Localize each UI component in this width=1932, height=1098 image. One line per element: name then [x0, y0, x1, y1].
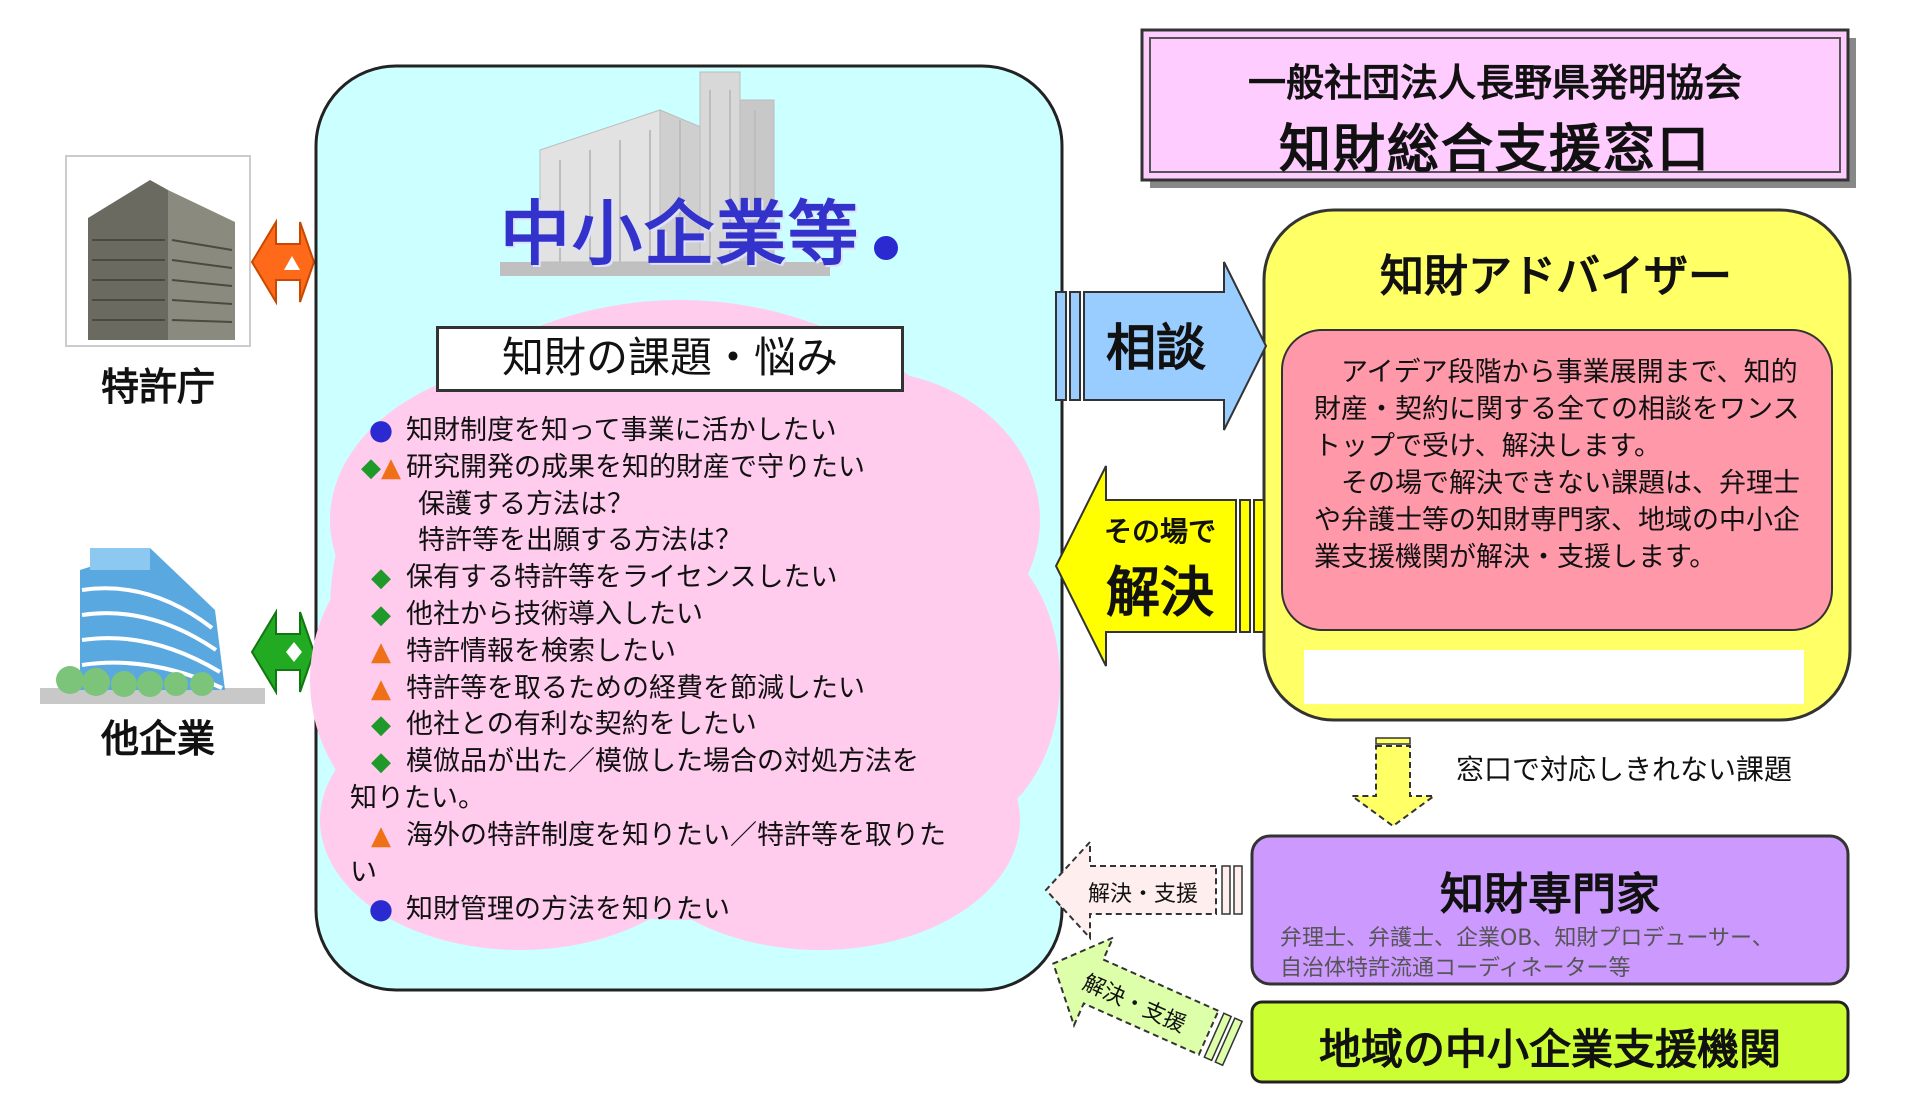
- support-region-arrow: [1052, 935, 1244, 1067]
- issue-text: 海外の特許制度を知りたい／特許等を取りた: [406, 819, 946, 851]
- triangle-marker-icon: ▲: [371, 820, 391, 851]
- issue-text: 特許等を取るための経費を節減したい: [406, 672, 865, 704]
- title-dot: [874, 236, 898, 260]
- solve-arrow: [1054, 465, 1265, 667]
- issues-list: ●知財制度を知って事業に活かしたい◆▲研究開発の成果を知的財産で守りたい保護する…: [350, 412, 1056, 929]
- issue-marker: ◆: [356, 744, 406, 781]
- support-expert-arrow: [1044, 839, 1243, 941]
- diamond-marker-icon: ◆: [361, 452, 381, 483]
- issue-marker: ◆: [356, 707, 406, 744]
- escalation-down-arrow: [1348, 737, 1438, 828]
- diamond-marker-icon: ◆: [371, 747, 391, 778]
- patent-office-double-arrow: [250, 218, 316, 306]
- issue-item: ● 知財管理の方法を知りたい: [356, 891, 1056, 929]
- diamond-marker-icon: ◆: [371, 710, 391, 741]
- issue-item: ● 知財制度を知って事業に活かしたい: [356, 412, 1056, 450]
- expert-box: [1250, 834, 1850, 986]
- issue-item: ◆ 他社との有利な契約をしたい: [356, 707, 1056, 744]
- advisor-paragraph-2: その場で解決できない課題は、弁理士や弁護士等の知財専門家、地域の中小企業支援機関…: [1314, 468, 1800, 573]
- issue-marker: ◆▲: [356, 450, 406, 487]
- advisor-description: アイデア段階から事業展開まで、知的財産・契約に関する全ての相談をワンストップで受…: [1314, 354, 1814, 576]
- issue-marker: ●: [356, 891, 406, 929]
- expert-members-line-1: 弁理士、弁護士、企業OB、知財プロデューサー、: [1280, 926, 1774, 951]
- issue-item: ◆ 保有する特許等をライセンスしたい: [356, 560, 1056, 597]
- circle-marker-icon: ●: [368, 892, 394, 926]
- advisor-title: 知財アドバイザー: [1380, 251, 1732, 302]
- issue-item: ▲ 海外の特許制度を知りたい／特許等を取りた: [356, 818, 1056, 855]
- issue-item: 特許等を出願する方法は？: [356, 523, 1056, 560]
- regional-box: [1250, 1000, 1850, 1084]
- diamond-marker-icon: ◆: [371, 563, 391, 594]
- issue-marker: ◆: [356, 597, 406, 634]
- issue-text: 保護する方法は？: [418, 488, 634, 520]
- sme-title: 中小企業等: [500, 193, 860, 275]
- issue-marker: ●: [356, 412, 406, 450]
- other-companies-building-icon: [40, 548, 265, 704]
- issue-item: 保護する方法は？: [356, 487, 1056, 524]
- sme-building-icon: [500, 71, 830, 276]
- consult-arrow: [1055, 261, 1268, 431]
- issue-text: 他社との有利な契約をしたい: [406, 709, 757, 741]
- patent-office-label: 特許庁: [100, 365, 215, 409]
- issue-marker: ▲: [356, 671, 406, 708]
- issues-cloud: [310, 300, 1060, 950]
- issue-text: 特許等を出願する方法は？: [418, 525, 742, 557]
- support-expert-label: 解決・支援: [1087, 882, 1198, 907]
- issue-item: ◆▲研究開発の成果を知的財産で守りたい: [356, 450, 1056, 487]
- solve-label-top: その場で: [1103, 515, 1216, 548]
- issues-header: 知財の課題・悩み: [436, 326, 904, 392]
- escalation-note: 窓口で対応しきれない課題: [1456, 753, 1793, 786]
- organization-header: 一般社団法人長野県発明協会 知財総合支援窓口: [1142, 52, 1848, 182]
- triangle-marker-icon: ▲: [371, 636, 391, 667]
- regional-title: 地域の中小企業支援機関: [1318, 1025, 1781, 1074]
- solve-label-bottom: 解決: [1106, 561, 1214, 624]
- issue-text-continued: 知りたい。: [350, 782, 485, 814]
- issue-item: ▲ 特許情報を検索したい: [356, 634, 1056, 671]
- issue-marker: ▲: [356, 818, 406, 855]
- issue-item: ▲ 特許等を取るための経費を節減したい: [356, 671, 1056, 708]
- issue-text: 他社から技術導入したい: [406, 598, 703, 630]
- issue-marker: ◆: [356, 560, 406, 597]
- consult-label: 相談: [1106, 319, 1206, 377]
- triangle-marker-icon: ▲: [371, 673, 391, 704]
- patent-office-building-icon: [65, 155, 251, 347]
- issue-text: 知財管理の方法を知りたい: [406, 894, 730, 926]
- issue-text: 知財制度を知って事業に活かしたい: [406, 415, 837, 446]
- issue-text: 保有する特許等をライセンスしたい: [406, 562, 838, 594]
- other-companies-double-arrow: [250, 608, 316, 696]
- advisor-inner-box: [1281, 329, 1833, 631]
- organization-service: 知財総合支援窓口: [1278, 120, 1711, 180]
- issue-item: ◆ 模倣品が出た／模倣した場合の対処方法を: [356, 744, 1056, 781]
- triangle-marker-icon: ▲: [381, 452, 401, 483]
- advisor-paragraph-1: アイデア段階から事業展開まで、知的財産・契約に関する全ての相談をワンストップで受…: [1314, 357, 1800, 462]
- issue-marker: ▲: [356, 634, 406, 671]
- organization-box: [1140, 28, 1850, 182]
- issue-text: 特許情報を検索したい: [406, 635, 676, 667]
- issue-item: ◆ 他社から技術導入したい: [356, 597, 1056, 634]
- expert-members: 弁理士、弁護士、企業OB、知財プロデューサー、 自治体特許流通コーディネーター等: [1280, 924, 1840, 984]
- issue-text-continued: い: [350, 856, 377, 888]
- circle-marker-icon: ●: [368, 413, 394, 446]
- organization-name: 一般社団法人長野県発明協会: [1247, 61, 1742, 105]
- issue-text: 模倣品が出た／模倣した場合の対処方法を: [406, 746, 919, 778]
- expert-members-line-2: 自治体特許流通コーディネーター等: [1280, 956, 1631, 981]
- diamond-marker-icon: ◆: [371, 599, 391, 630]
- other-companies-label: 他企業: [100, 717, 215, 761]
- issue-text: 研究開発の成果を知的財産で守りたい: [406, 451, 865, 483]
- expert-title: 知財専門家: [1440, 869, 1660, 920]
